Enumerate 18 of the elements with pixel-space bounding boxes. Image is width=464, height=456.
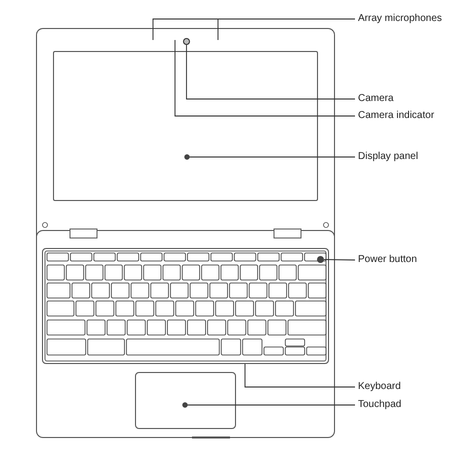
callout-label: Keyboard (358, 382, 401, 392)
display-panel (53, 51, 318, 201)
leader-line (184, 154, 356, 160)
power-button (317, 256, 324, 263)
callout-label: Array microphones (358, 14, 442, 24)
leader-line (186, 44, 356, 100)
leader-line (182, 402, 356, 408)
leader-line (324, 259, 356, 260)
callout-label: Touchpad (358, 400, 402, 410)
callout-label: Display panel (358, 152, 418, 162)
leader-line (174, 40, 356, 116)
callout-label: Power button (358, 255, 417, 265)
camera-lens (183, 38, 190, 45)
callout-label: Camera indicator (358, 111, 434, 121)
leader-line (152, 18, 356, 40)
callout-label: Camera (358, 94, 394, 104)
leader-line (244, 364, 356, 388)
touchpad (135, 372, 236, 429)
